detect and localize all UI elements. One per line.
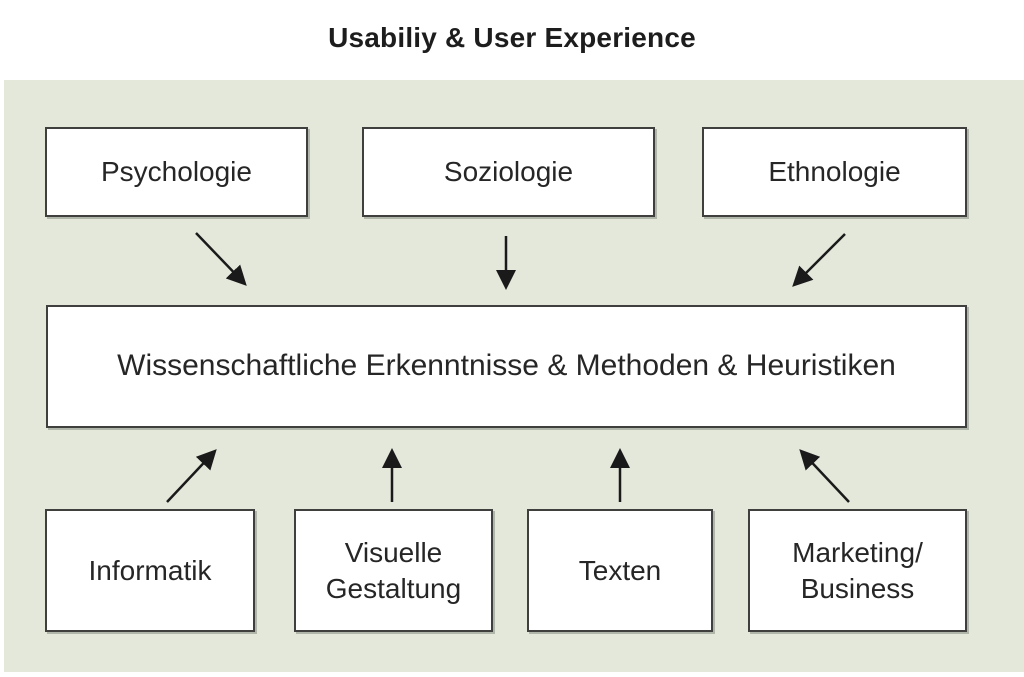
node-soziologie: Soziologie — [362, 127, 655, 217]
node-psychologie: Psychologie — [45, 127, 308, 217]
node-visuelle-gestaltung: Visuelle Gestaltung — [294, 509, 493, 632]
node-informatik: Informatik — [45, 509, 255, 632]
node-marketing-business: Marketing/ Business — [748, 509, 967, 632]
node-core-wissenschaftliche-erkenntnisse: Wissenschaftliche Erkenntnisse & Methode… — [46, 305, 967, 428]
node-texten: Texten — [527, 509, 713, 632]
page-title: Usabiliy & User Experience — [328, 22, 696, 53]
node-ethnologie: Ethnologie — [702, 127, 967, 217]
